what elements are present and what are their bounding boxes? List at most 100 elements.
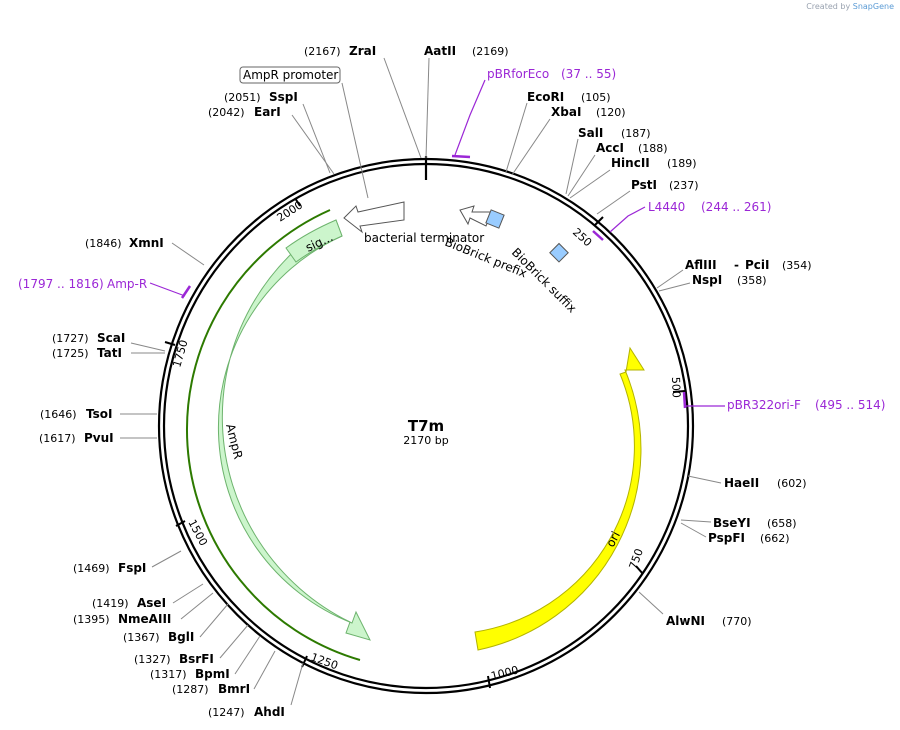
primer-markers bbox=[149, 79, 725, 409]
enzyme-sali[interactable]: SalI bbox=[578, 126, 603, 140]
tick-mark bbox=[635, 565, 644, 575]
leader-line bbox=[130, 342, 166, 352]
enzyme-pos: (1327) bbox=[134, 653, 171, 666]
leader-line bbox=[658, 282, 691, 292]
enzyme-pspfi[interactable]: PspFI bbox=[708, 531, 745, 545]
enzyme-pos: (187) bbox=[621, 127, 651, 140]
leader-line bbox=[290, 662, 304, 706]
primer-l4440-name[interactable]: L4440 bbox=[648, 200, 685, 214]
signal-peptide[interactable] bbox=[285, 219, 343, 263]
enzyme-scai[interactable]: ScaI bbox=[97, 331, 125, 345]
enzyme-asei[interactable]: AseI bbox=[137, 596, 166, 610]
plasmid-name: T7m bbox=[408, 417, 444, 435]
primer-pbrforeco-bar bbox=[451, 154, 471, 159]
ampr-promoter-label: AmpR promoter bbox=[243, 68, 338, 82]
tick-marks bbox=[164, 197, 686, 689]
biobrick-prefix-arrow[interactable] bbox=[459, 205, 493, 227]
enzyme-pos: (602) bbox=[777, 477, 807, 490]
enzyme-pos: (358) bbox=[737, 274, 767, 287]
terminator-arrow[interactable] bbox=[343, 201, 405, 234]
plasmid-length: 2170 bp bbox=[403, 434, 448, 447]
leader-line bbox=[425, 57, 430, 159]
enzyme-pos: (1247) bbox=[208, 706, 245, 719]
enzyme-pos: (1317) bbox=[150, 668, 187, 681]
ampr-label: AmpR bbox=[223, 422, 245, 460]
enzyme-pcii[interactable]: PciI bbox=[745, 258, 770, 272]
leader-line bbox=[234, 635, 261, 675]
primer-ampr-name[interactable]: Amp-R bbox=[107, 277, 147, 291]
primer-pbr322ori-range: (495 .. 514) bbox=[815, 398, 885, 412]
ori-arrow[interactable] bbox=[474, 346, 645, 651]
primer-pbrforeco-name[interactable]: pBRforEco bbox=[487, 67, 549, 81]
enzyme-nmeaiii[interactable]: NmeAIII bbox=[118, 612, 171, 626]
ampr-promoter-feature[interactable]: AmpR promoter bbox=[239, 66, 369, 199]
biobrick-suffix-feature[interactable]: BioBrick suffix bbox=[509, 242, 579, 316]
bacterial-terminator-label: bacterial terminator bbox=[364, 231, 484, 245]
enzyme-bpmi[interactable]: BpmI bbox=[195, 667, 230, 681]
tick-mark bbox=[672, 390, 686, 393]
enzyme-bseyi[interactable]: BseYI bbox=[713, 516, 751, 530]
enzyme-zrai[interactable]: ZraI bbox=[349, 44, 376, 58]
primer-ampr-range: (1797 .. 1816) bbox=[18, 277, 104, 291]
enzyme-pos: (120) bbox=[596, 106, 626, 119]
enzyme-afliii[interactable]: AflIII bbox=[685, 258, 717, 272]
leader-line bbox=[680, 522, 707, 538]
tick-mark bbox=[487, 675, 491, 689]
biobrick-prefix-feature[interactable]: BioBrick prefix bbox=[443, 205, 529, 280]
enzyme-pos: (1287) bbox=[172, 683, 209, 696]
enzyme-bgli[interactable]: BglI bbox=[168, 630, 194, 644]
enzyme-haeii[interactable]: HaeII bbox=[724, 476, 759, 490]
enzyme-nspi[interactable]: NspI bbox=[692, 273, 722, 287]
enzyme-tati[interactable]: TatI bbox=[97, 346, 122, 360]
ampr-feature[interactable]: sig... AmpR bbox=[185, 209, 371, 661]
snapgene-credit: Created by SnapGene bbox=[806, 2, 894, 11]
enzyme-acci[interactable]: AccI bbox=[596, 141, 624, 155]
enzyme-pos: (662) bbox=[760, 532, 790, 545]
ori-label: ori bbox=[603, 529, 623, 549]
enzyme-pvui[interactable]: PvuI bbox=[84, 431, 114, 445]
leader-line bbox=[291, 114, 335, 175]
tick-mark bbox=[175, 520, 186, 527]
created-by-label: Created by bbox=[806, 2, 851, 11]
enzyme-tsoi[interactable]: TsoI bbox=[86, 407, 112, 421]
snapgene-logo-text: SnapGene bbox=[852, 2, 894, 11]
tick-label-750: 750 bbox=[627, 547, 646, 571]
ori-feature[interactable]: ori bbox=[474, 346, 645, 651]
ampr-highlight bbox=[185, 209, 361, 661]
enzyme-pos: (189) bbox=[667, 157, 697, 170]
leader-line bbox=[180, 592, 214, 620]
enzyme-pos: (1395) bbox=[73, 613, 110, 626]
enzyme-pos: (1469) bbox=[73, 562, 110, 575]
enzyme-hincii[interactable]: HincII bbox=[611, 156, 650, 170]
enzyme-bmri[interactable]: BmrI bbox=[218, 682, 250, 696]
enzyme-pos: (2167) bbox=[304, 45, 341, 58]
enzyme-sspi[interactable]: SspI bbox=[269, 90, 298, 104]
primer-pbr322ori-name[interactable]: pBR322ori-F bbox=[727, 398, 801, 412]
enzyme-xbai[interactable]: XbaI bbox=[551, 105, 581, 119]
primer-ampr-leader bbox=[149, 282, 186, 297]
biobrick-prefix-box[interactable] bbox=[485, 209, 505, 229]
enzyme-fspi[interactable]: FspI bbox=[118, 561, 146, 575]
enzyme-eari[interactable]: EarI bbox=[254, 105, 281, 119]
leader-line bbox=[151, 550, 182, 568]
ampr-promoter-box bbox=[239, 66, 341, 84]
ampr-arrow[interactable] bbox=[217, 219, 371, 641]
enzyme-pos: (2051) bbox=[224, 91, 261, 104]
enzyme-ecori[interactable]: EcoRI bbox=[527, 90, 564, 104]
enzyme-aatii[interactable]: AatII bbox=[424, 44, 456, 58]
primer-labels: pBRforEco (37 .. 55) L4440 (244 .. 261) … bbox=[18, 67, 885, 412]
enzyme-pos: (354) bbox=[782, 259, 812, 272]
primer-l4440-range: (244 .. 261) bbox=[701, 200, 771, 214]
bacterial-terminator-feature[interactable]: bacterial terminator bbox=[343, 201, 484, 245]
enzyme-pos: (1367) bbox=[123, 631, 160, 644]
enzyme-psti[interactable]: PstI bbox=[631, 178, 657, 192]
enzyme-xmni[interactable]: XmnI bbox=[129, 236, 164, 250]
enzyme-alwni[interactable]: AlwNI bbox=[666, 614, 705, 628]
enzyme-pos: (1419) bbox=[92, 597, 129, 610]
leader-line bbox=[687, 475, 722, 484]
biobrick-suffix-box[interactable] bbox=[549, 242, 569, 263]
primer-pbr322ori-bar bbox=[682, 391, 687, 409]
enzyme-bsrfi[interactable]: BsrFI bbox=[179, 652, 214, 666]
enzyme-ahdi[interactable]: AhdI bbox=[254, 705, 285, 719]
leader-line bbox=[596, 190, 631, 215]
